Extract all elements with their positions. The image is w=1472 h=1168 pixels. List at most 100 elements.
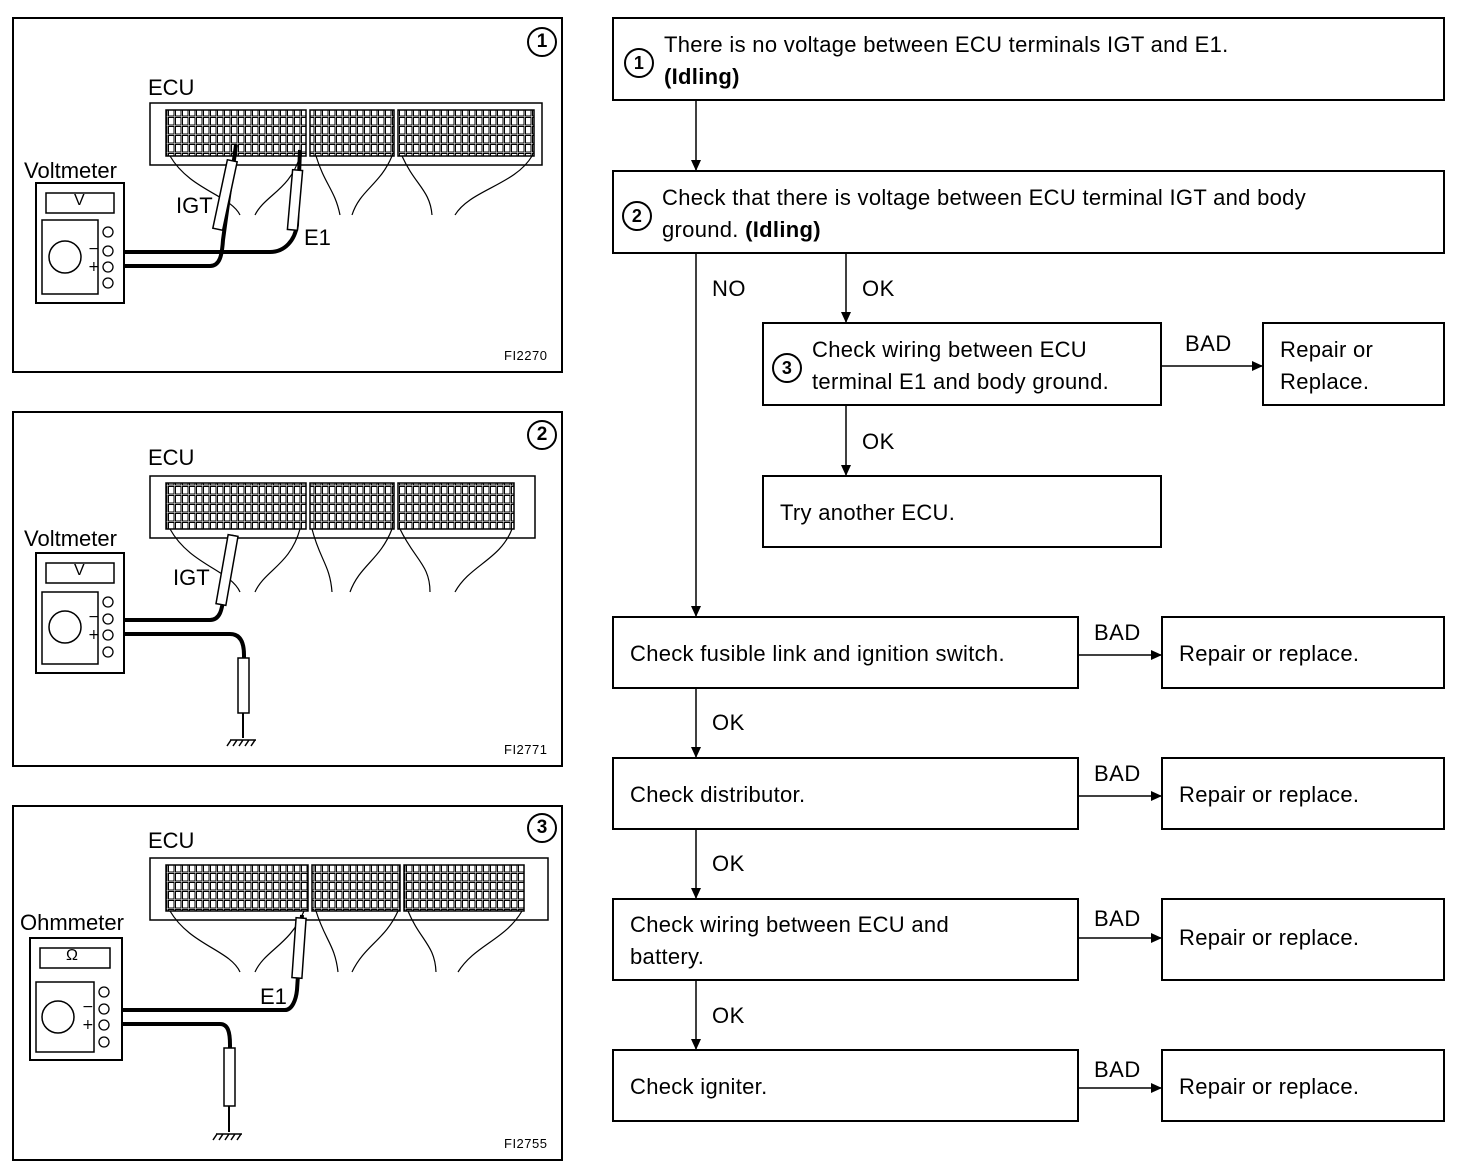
panel-3-illustration: − +	[29, 857, 549, 1141]
panel-2-ecu-label: ECU	[148, 445, 195, 470]
step-3-text-cont: terminal E1 and body ground.	[812, 369, 1110, 394]
panel-1-illustration: − +	[35, 102, 543, 304]
svg-text:+: +	[88, 259, 100, 275]
fusible-box: Check fusible link and ignition switch.	[612, 616, 1079, 689]
wiring-repair-box: Repair or replace.	[1161, 898, 1445, 981]
panel-2-figure-id: FI2771	[504, 742, 548, 757]
svg-text:−: −	[88, 609, 100, 625]
igniter-text: Check igniter.	[630, 1074, 768, 1099]
meter-dial	[48, 610, 82, 644]
meter-display	[45, 562, 115, 584]
label-ok-step3: OK	[862, 429, 895, 454]
fusible-text: Check fusible link and ignition switch.	[630, 641, 1005, 666]
panel-2-probe-igt: IGT	[173, 565, 210, 590]
step-1-text: There is no voltage between ECU terminal…	[664, 32, 1229, 57]
panel-1-meter-label: Voltmeter	[24, 158, 117, 183]
label-bad-distributor: BAD	[1094, 761, 1141, 786]
panel-1-figure-id: FI2270	[504, 348, 548, 363]
wire-black	[122, 914, 304, 1012]
ecu-housing	[149, 102, 543, 166]
try-ecu-box: Try another ECU.	[762, 475, 1162, 548]
svg-text:+: +	[88, 627, 100, 643]
harness	[169, 528, 513, 593]
panel-3-figure-id: FI2755	[504, 1136, 548, 1151]
label-ok-fusible: OK	[712, 710, 745, 735]
ecu-connector-a	[165, 864, 309, 912]
step-1-number: 1	[624, 48, 654, 78]
step-2-condition: (Idling)	[745, 217, 821, 242]
panel-3-meter-symbol: Ω	[66, 947, 78, 964]
harness	[169, 910, 523, 973]
meter-dial	[41, 1000, 75, 1034]
igniter-repair-text: Repair or replace.	[1179, 1074, 1360, 1099]
meter-panel	[35, 981, 95, 1053]
step-3-box: 3 Check wiring between ECU terminal E1 a…	[762, 322, 1162, 406]
label-ok-wiring: OK	[712, 1003, 745, 1028]
panel-1-meter-symbol: V	[74, 192, 85, 209]
igniter-repair-box: Repair or replace.	[1161, 1049, 1445, 1122]
panel-1-probe-igt: IGT	[176, 193, 213, 218]
meter-panel	[41, 591, 99, 665]
panel-2-meter-symbol: V	[74, 562, 85, 579]
panel-3-number: 3	[527, 813, 557, 843]
distributor-text: Check distributor.	[630, 782, 806, 807]
wiring-repair-text: Repair or replace.	[1179, 925, 1360, 950]
label-no: NO	[712, 276, 746, 301]
step-2-text-cont: ground.	[662, 217, 739, 242]
ground-symbol	[212, 1133, 242, 1141]
label-bad-fusible: BAD	[1094, 620, 1141, 645]
ground-symbol	[226, 739, 256, 747]
ecu-housing	[149, 475, 536, 539]
wiring-battery-text-cont: battery.	[630, 944, 705, 969]
meter-display	[45, 192, 115, 214]
label-ok-step2: OK	[862, 276, 895, 301]
step-2-box: 2 Check that there is voltage between EC…	[612, 170, 1445, 254]
ecu-connector-c	[397, 482, 515, 530]
label-bad-igniter: BAD	[1094, 1057, 1141, 1082]
step-3-number: 3	[772, 353, 802, 383]
wire-red	[122, 1022, 232, 1050]
label-bad-wiring: BAD	[1094, 906, 1141, 931]
svg-text:−: −	[82, 999, 94, 1015]
distributor-box: Check distributor.	[612, 757, 1079, 830]
probe-e1	[286, 168, 304, 232]
probe-e1	[291, 916, 307, 980]
svg-text:+: +	[82, 1017, 94, 1033]
ecu-connector-c	[397, 109, 535, 157]
panel-2-meter-label: Voltmeter	[24, 526, 117, 551]
ecu-connector-b	[309, 482, 395, 530]
step-1-box: 1 There is no voltage between ECU termin…	[612, 17, 1445, 101]
panel-3-probe-e1: E1	[260, 984, 287, 1009]
step-1-condition: (Idling)	[664, 64, 740, 89]
harness	[169, 155, 533, 216]
distributor-repair-text: Repair or replace.	[1179, 782, 1360, 807]
step-3-repair-text: Repair or	[1280, 337, 1374, 362]
step-3-repair-box: Repair or Replace.	[1262, 322, 1445, 406]
wiring-battery-box: Check wiring between ECU and battery.	[612, 898, 1079, 981]
distributor-repair-box: Repair or replace.	[1161, 757, 1445, 830]
label-ok-distributor: OK	[712, 851, 745, 876]
ecu-connector-a	[165, 482, 307, 530]
step-2-text: Check that there is voltage between ECU …	[662, 185, 1306, 210]
panel-1-ecu-label: ECU	[148, 75, 195, 100]
panel-3-meter-label: Ohmmeter	[20, 910, 124, 935]
igniter-box: Check igniter.	[612, 1049, 1079, 1122]
probe-ground	[223, 1047, 236, 1107]
ecu-connector-c	[403, 864, 525, 912]
probe-igt	[211, 158, 239, 232]
meter-panel	[41, 219, 99, 295]
panel-3-ecu-label: ECU	[148, 828, 195, 853]
ecu-connector-b	[309, 109, 395, 157]
try-ecu-text: Try another ECU.	[780, 500, 956, 525]
meter-dial	[48, 240, 82, 274]
label-bad-step3: BAD	[1185, 331, 1232, 356]
step-3-repair-text-cont: Replace.	[1280, 369, 1370, 394]
ecu-housing	[149, 857, 549, 921]
step-2-number: 2	[622, 201, 652, 231]
probe-ground	[237, 657, 250, 714]
wire-red	[122, 632, 246, 660]
ecu-connector-b	[311, 864, 401, 912]
wiring-battery-text: Check wiring between ECU and	[630, 912, 949, 937]
meter-display	[39, 947, 111, 969]
